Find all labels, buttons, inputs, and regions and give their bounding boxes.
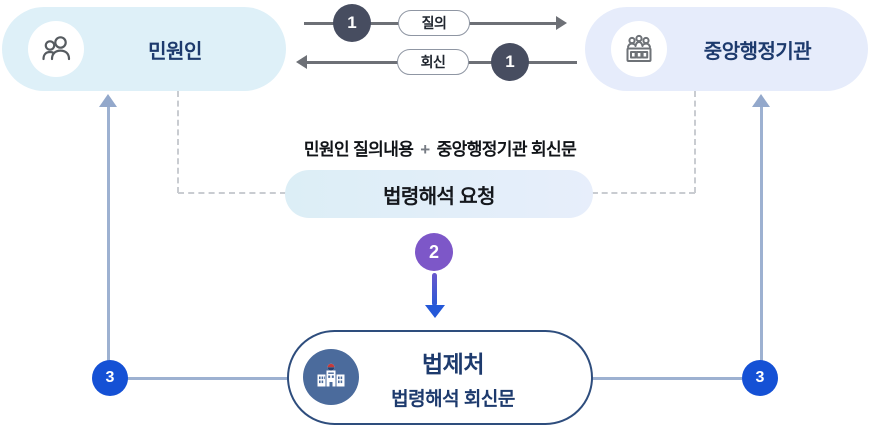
step3-right-badge: 3	[742, 360, 778, 396]
step2-badge: 2	[415, 233, 453, 271]
dashed-connector-left-vertical	[177, 91, 179, 193]
agency-node: 중앙행정기관	[585, 7, 868, 91]
moleg-title: 법제처	[422, 350, 484, 377]
return-line-right-horizontal	[592, 377, 742, 380]
petitioner-label: 민원인	[148, 40, 202, 63]
request-pill: 법령해석 요청	[285, 170, 593, 218]
moleg-node: 법제처 법령해석 회신문	[287, 330, 593, 425]
combine-right-text: 중앙행정기관 회신문	[436, 140, 577, 159]
agency-label: 중앙행정기관	[703, 40, 812, 63]
step3-left-badge: 3	[92, 360, 128, 396]
inquiry-step-badge: 1	[333, 4, 371, 42]
inquiry-arrowhead-icon	[556, 16, 567, 30]
dashed-connector-left-horizontal	[178, 192, 286, 194]
combine-caption: 민원인 질의내용 + 중앙행정기관 회신문	[250, 135, 630, 160]
people-icon	[28, 21, 84, 77]
dashed-connector-right-vertical	[694, 91, 696, 193]
reply-arrowhead-icon	[296, 55, 307, 69]
plus-sign: +	[420, 140, 430, 159]
reply-label-pill: 회신	[397, 49, 469, 75]
up-arrowhead-left-icon	[99, 94, 117, 107]
up-arrowhead-right-icon	[752, 94, 770, 107]
dashed-connector-right-horizontal	[592, 192, 695, 194]
return-line-left-vertical	[107, 107, 110, 362]
petitioner-node: 민원인	[2, 7, 286, 91]
down-arrowhead-icon	[425, 305, 445, 318]
government-building-icon	[303, 349, 359, 405]
inquiry-label-pill: 질의	[398, 10, 470, 36]
moleg-text-block: 법제처 법령해석 회신문	[345, 332, 561, 423]
agency-podium-icon	[611, 21, 667, 77]
down-arrow-line	[432, 273, 437, 306]
moleg-subtitle: 법령해석 회신문	[391, 388, 515, 410]
combine-left-text: 민원인 질의내용	[303, 140, 414, 159]
return-line-right-vertical	[760, 107, 763, 362]
reply-step-badge: 1	[491, 43, 529, 81]
return-line-left-horizontal	[127, 377, 287, 380]
